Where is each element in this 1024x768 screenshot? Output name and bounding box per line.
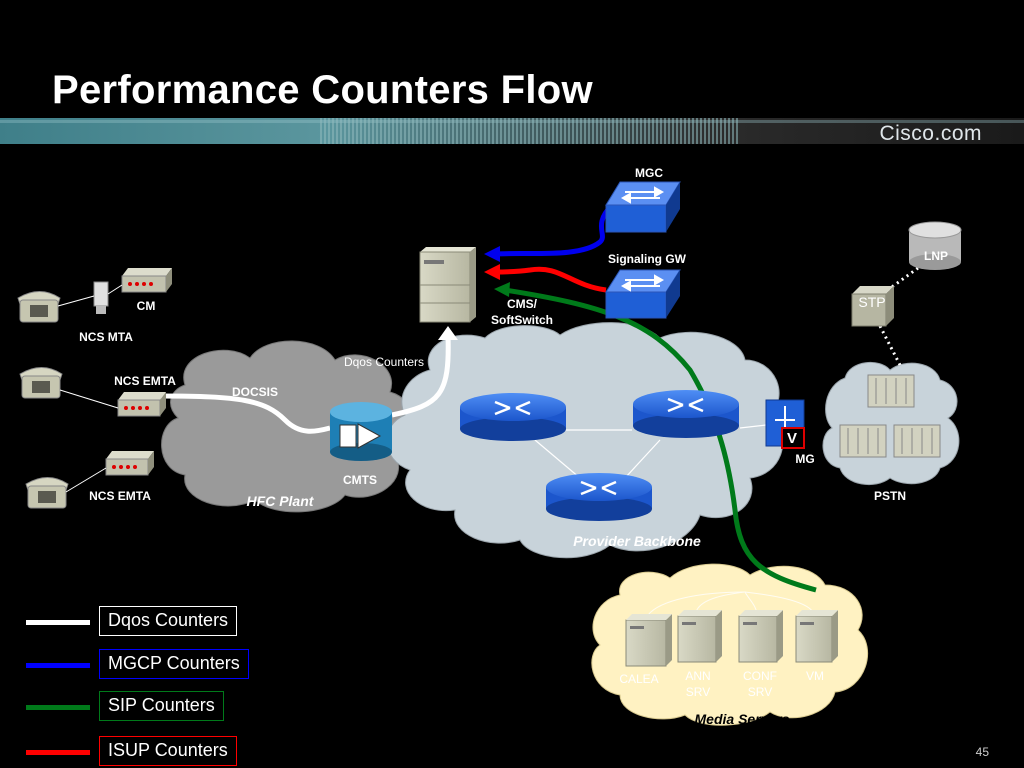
cable-modem-icon: [121, 268, 172, 293]
pstn-switch-icon: [839, 374, 941, 458]
cmts-icon[interactable]: [330, 402, 392, 461]
media-gateway-icon[interactable]: [765, 399, 805, 449]
conf-label-line2: SRV: [748, 685, 772, 699]
legend-swatch: [26, 705, 90, 710]
legend-label: Dqos Counters: [99, 606, 238, 636]
ncs-emta-label-2: NCS EMTA: [89, 489, 151, 503]
dqos-flow-cmts-cms: [391, 334, 451, 418]
mg-label: MG: [795, 452, 814, 466]
backbone-links: [534, 424, 767, 479]
docsis-label: DOCSIS: [232, 385, 278, 399]
pstn-dotted-links: [878, 266, 919, 366]
header-bar: [0, 118, 1024, 144]
signaling-gw-label: Signaling GW: [608, 252, 687, 266]
media-servers-label: Media Servers: [695, 711, 790, 727]
ncs-emta-label-1: NCS EMTA: [114, 374, 176, 388]
slide-title: Performance Counters Flow: [52, 68, 593, 112]
client-links: [57, 284, 123, 493]
legend-swatch: [26, 750, 90, 755]
sip-flow-arrowhead: [494, 282, 510, 297]
backbone-router-icon[interactable]: [546, 473, 652, 521]
mgc-label: MGC: [635, 166, 663, 180]
vm-label: VM: [806, 669, 824, 683]
provider-backbone-label: Provider Backbone: [573, 533, 701, 549]
ann-label-line1: ANN: [685, 669, 710, 683]
hfc-plant-cloud: [161, 340, 414, 513]
dqos-counters-label: Dqos Counters: [344, 355, 424, 369]
mg-badge: V: [787, 430, 797, 447]
cms-label-line1: CMS/: [507, 297, 538, 311]
legend-swatch: [26, 620, 90, 625]
ann-server-icon[interactable]: [677, 610, 722, 663]
cable-modem-icon: [105, 451, 154, 476]
dqos-flow-arrowhead: [438, 326, 458, 340]
mgcp-flow-arrowhead: [484, 246, 500, 262]
legend-label: SIP Counters: [99, 691, 224, 721]
cms-server-icon[interactable]: [419, 247, 476, 323]
signaling-gw-switch-icon[interactable]: [605, 269, 681, 319]
mgcp-flow: [494, 203, 614, 257]
conf-label-line1: CONF: [743, 669, 777, 683]
cmts-label: CMTS: [343, 473, 377, 487]
legend-label: ISUP Counters: [99, 736, 237, 766]
brand-logo-text: Cisco.com: [879, 122, 982, 145]
cm-label: CM: [137, 299, 156, 313]
mta-adapter-icon: [93, 281, 109, 314]
page-number: 45: [975, 745, 989, 759]
stp-label: STP: [858, 294, 885, 310]
legend-swatch: [26, 663, 90, 668]
phone-icon: [25, 477, 69, 509]
cable-modem-icon: [117, 392, 166, 417]
phone-icon: [17, 291, 61, 323]
lnp-database-icon[interactable]: [908, 221, 962, 270]
media-servers-cloud: [591, 563, 868, 726]
phone-icon: [19, 367, 63, 399]
provider-backbone-cloud: [386, 322, 784, 559]
isup-flow: [494, 266, 607, 293]
media-server-links: [647, 591, 814, 616]
vm-server-icon[interactable]: [795, 610, 838, 663]
backbone-router-icon[interactable]: [633, 390, 739, 438]
cms-label-line2: SoftSwitch: [491, 313, 553, 327]
ann-label-line2: SRV: [686, 685, 710, 699]
pstn-label: PSTN: [874, 489, 906, 503]
dqos-flow-docsis: [159, 393, 331, 434]
mgc-switch-icon[interactable]: [605, 181, 681, 233]
calea-server-icon[interactable]: [625, 614, 672, 667]
calea-label: CALEA: [619, 672, 658, 686]
legend-label: MGCP Counters: [99, 649, 249, 679]
lnp-label: LNP: [924, 249, 948, 263]
ncs-mta-label: NCS MTA: [79, 330, 133, 344]
isup-flow-arrowhead: [484, 264, 500, 280]
conf-server-icon[interactable]: [738, 610, 783, 663]
backbone-router-icon[interactable]: [460, 393, 566, 441]
stp-icon[interactable]: [851, 286, 894, 327]
hfc-plant-label: HFC Plant: [247, 493, 315, 509]
